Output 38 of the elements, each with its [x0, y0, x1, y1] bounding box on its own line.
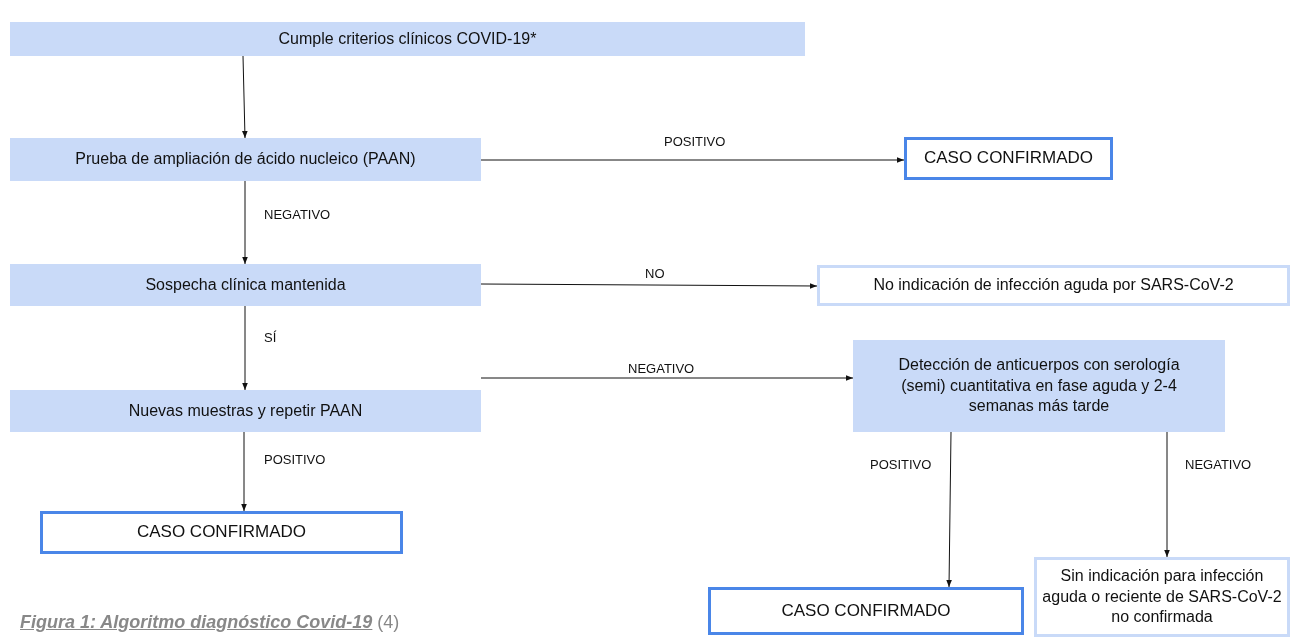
arrow [242, 55, 248, 139]
arrow [480, 157, 905, 163]
edge-label: POSITIVO [262, 452, 328, 467]
process-box [853, 340, 1225, 432]
node-text: No indicación de infección aguda por SARS-CoV-2 [873, 275, 1234, 296]
result-box [708, 587, 1024, 635]
arrow [242, 305, 248, 391]
arrow [946, 431, 952, 588]
edge-label: NEGATIVO [1183, 457, 1254, 472]
process-box [10, 264, 481, 306]
process-box [10, 22, 805, 56]
figure-caption: Figura 1: Algoritmo diagnóstico Covid-19 (4) [20, 612, 400, 633]
result-box [904, 137, 1113, 180]
node-text: Prueba de ampliación de ácido nucleico (PAAN) [75, 149, 416, 170]
node-text: Sospecha clínica mantenida [145, 274, 346, 295]
node-text: CASO CONFIRMADO [781, 599, 951, 622]
process-box [10, 390, 481, 432]
arrow [1164, 431, 1170, 558]
arrow [480, 283, 818, 289]
result-box [40, 511, 403, 554]
node-text: Detección de anticuerpos con serología (semi) cuantitativa en fase aguda y 2-4 semanas más tarde [897, 354, 1181, 417]
process-box [10, 138, 481, 181]
outcome-box [817, 265, 1290, 306]
node-text: Nuevas muestras y repetir PAAN [128, 400, 363, 421]
node-text: CASO CONFIRMADO [923, 147, 1094, 170]
arrow [241, 431, 247, 512]
arrow [242, 180, 248, 265]
node-text: Cumple criterios clínicos COVID-19* [278, 28, 537, 49]
outcome-box [1034, 557, 1290, 637]
edge-label: POSITIVO [868, 457, 934, 472]
edge-label: NO [643, 266, 667, 281]
node-text: CASO CONFIRMADO [136, 521, 307, 544]
node-text: Sin indicación para infección aguda o reciente de SARS-CoV-2 no confirmada [1041, 565, 1283, 628]
edge-label: NEGATIVO [626, 361, 697, 376]
edge-label: SÍ [262, 330, 279, 345]
arrow [480, 375, 854, 381]
edge-label: POSITIVO [662, 134, 728, 149]
edge-label: NEGATIVO [262, 207, 333, 222]
